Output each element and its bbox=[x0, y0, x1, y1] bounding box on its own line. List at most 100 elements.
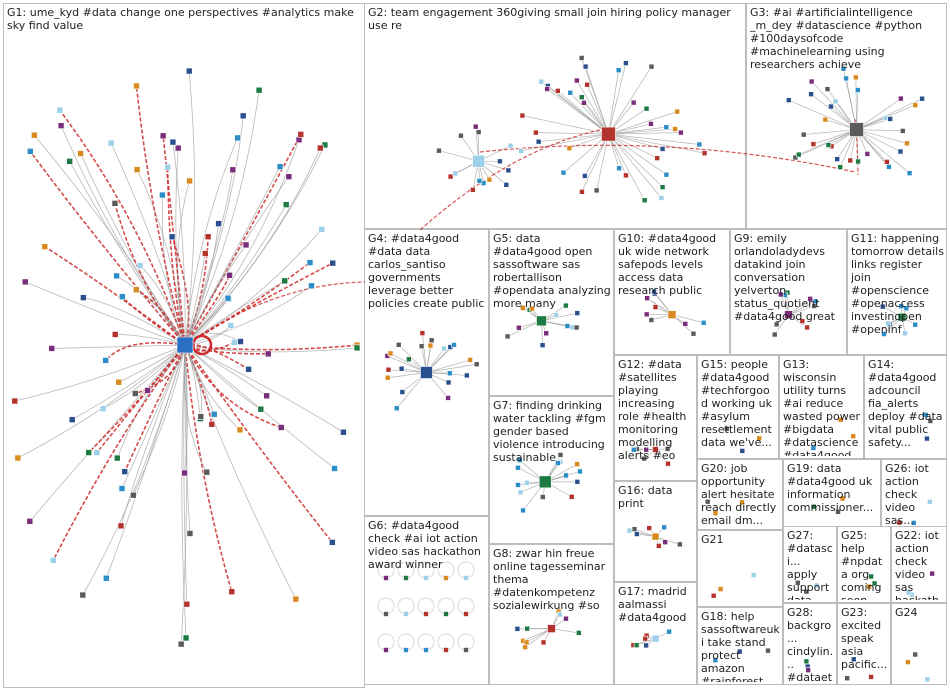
hub-node-g4 bbox=[420, 366, 433, 379]
node bbox=[803, 588, 810, 595]
node bbox=[850, 656, 857, 663]
node bbox=[641, 455, 647, 462]
node bbox=[663, 171, 670, 178]
edge bbox=[608, 133, 705, 154]
node bbox=[777, 291, 784, 298]
node bbox=[93, 449, 101, 456]
node bbox=[228, 588, 236, 595]
node bbox=[463, 611, 469, 617]
hub-node-g9 bbox=[784, 310, 793, 319]
node bbox=[824, 86, 831, 92]
edge bbox=[184, 344, 344, 433]
node bbox=[739, 448, 746, 454]
node bbox=[111, 200, 119, 207]
node bbox=[800, 131, 807, 138]
node bbox=[387, 350, 394, 357]
node bbox=[458, 132, 464, 139]
node bbox=[690, 330, 697, 337]
node bbox=[277, 424, 285, 431]
edge bbox=[184, 115, 244, 346]
node bbox=[577, 468, 583, 475]
edge bbox=[132, 344, 186, 496]
node bbox=[529, 305, 535, 312]
node bbox=[423, 611, 429, 617]
edge bbox=[608, 70, 619, 135]
group-box-g10 bbox=[614, 229, 730, 355]
node bbox=[631, 446, 637, 453]
node bbox=[497, 158, 503, 165]
node bbox=[723, 426, 730, 432]
node bbox=[507, 142, 514, 149]
node bbox=[853, 74, 859, 81]
node bbox=[186, 177, 193, 185]
hub-node-g2 bbox=[472, 154, 485, 168]
node bbox=[560, 169, 567, 176]
edge bbox=[608, 133, 662, 199]
node bbox=[66, 158, 73, 165]
edge bbox=[184, 71, 195, 346]
node bbox=[113, 454, 121, 462]
node bbox=[182, 634, 190, 642]
edge bbox=[520, 133, 609, 152]
node bbox=[115, 378, 123, 386]
edge bbox=[29, 150, 186, 346]
node bbox=[648, 317, 655, 323]
node bbox=[868, 573, 874, 580]
node bbox=[803, 658, 810, 665]
node bbox=[584, 81, 590, 88]
node bbox=[231, 339, 238, 346]
edge bbox=[438, 150, 479, 162]
node bbox=[615, 67, 622, 73]
edge bbox=[162, 135, 186, 346]
edge bbox=[538, 133, 609, 143]
node bbox=[672, 126, 678, 132]
node bbox=[403, 575, 409, 581]
node bbox=[464, 372, 470, 379]
node bbox=[544, 86, 550, 92]
node bbox=[922, 412, 929, 418]
node bbox=[403, 647, 409, 653]
node bbox=[563, 472, 569, 479]
node bbox=[678, 129, 684, 136]
node bbox=[902, 330, 908, 337]
node bbox=[794, 580, 801, 586]
node bbox=[136, 262, 144, 269]
node bbox=[648, 121, 654, 127]
node bbox=[475, 129, 482, 135]
node bbox=[445, 395, 451, 401]
node bbox=[203, 468, 211, 476]
node bbox=[576, 630, 582, 636]
node bbox=[828, 103, 834, 110]
node bbox=[652, 304, 659, 310]
node bbox=[924, 435, 930, 442]
edge bbox=[608, 111, 678, 135]
edge bbox=[585, 66, 609, 135]
edge bbox=[51, 344, 186, 349]
edge bbox=[576, 80, 609, 135]
node bbox=[837, 164, 843, 170]
node bbox=[924, 676, 931, 683]
node bbox=[568, 494, 575, 500]
node bbox=[473, 361, 480, 368]
node bbox=[658, 195, 665, 201]
edge bbox=[856, 98, 923, 130]
node bbox=[107, 139, 115, 147]
node bbox=[234, 134, 241, 142]
group-box-g20 bbox=[697, 459, 783, 530]
node bbox=[119, 293, 126, 300]
edge bbox=[82, 344, 186, 596]
edge bbox=[608, 133, 663, 188]
edge bbox=[184, 285, 312, 346]
node bbox=[812, 298, 819, 305]
node bbox=[663, 124, 670, 130]
node bbox=[452, 170, 459, 177]
group-box-g17 bbox=[614, 582, 697, 685]
node bbox=[899, 128, 906, 134]
node bbox=[630, 99, 637, 106]
node bbox=[808, 78, 815, 85]
node bbox=[316, 144, 324, 152]
edge bbox=[798, 129, 857, 155]
node bbox=[659, 184, 666, 190]
group-box-g11 bbox=[847, 229, 947, 355]
node bbox=[133, 166, 141, 173]
